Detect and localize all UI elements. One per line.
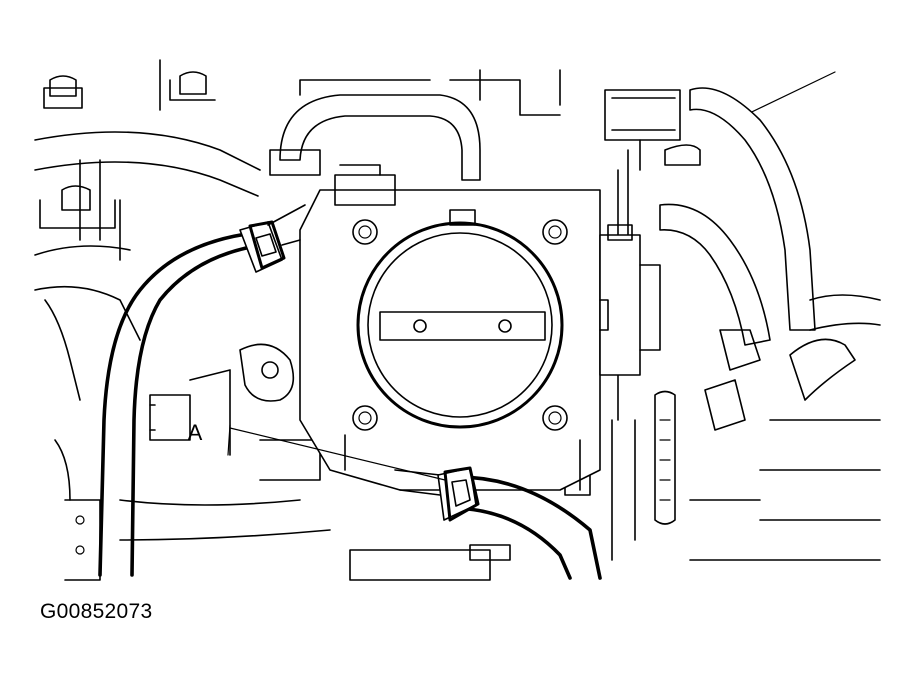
background-components [34, 59, 881, 581]
throttle-body [299, 164, 661, 491]
figure-id-label: G00852073 [40, 600, 153, 623]
callout-label-a: A [187, 420, 203, 445]
hoses-and-clamps [98, 204, 602, 580]
